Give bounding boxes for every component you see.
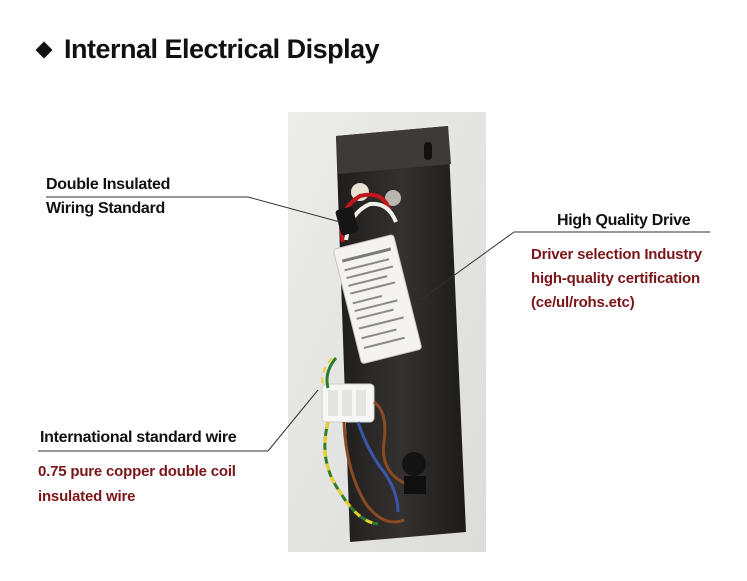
label-high-quality-drive: High Quality Drive — [557, 212, 691, 229]
desc-driver-selection: Driver selection Industry — [531, 246, 702, 263]
desc-ce-ul-rohs: (ce/ul/rohs.etc) — [531, 294, 635, 311]
terminal-connector — [321, 383, 375, 423]
mount-slot — [424, 142, 432, 160]
leader-wire — [267, 389, 319, 452]
desc-certification: high-quality certification — [531, 270, 700, 287]
cable-gland — [402, 452, 426, 476]
wall-light-interior-illustration — [288, 112, 486, 552]
leader-wiring — [247, 196, 341, 223]
page-title: Internal Electrical Display — [35, 34, 380, 65]
led-driver-box — [333, 234, 422, 364]
heat-shrink-sleeve — [335, 206, 359, 236]
housing-top-cap — [336, 126, 451, 174]
label-international-wire: International standard wire — [40, 429, 237, 446]
label-wiring-standard: Wiring Standard — [46, 200, 165, 217]
label-double-insulated: Double Insulated — [46, 176, 171, 193]
desc-insulated-wire: insulated wire — [38, 488, 136, 505]
screw-top — [385, 190, 401, 206]
page-title-text: Internal Electrical Display — [64, 34, 380, 64]
product-photo — [288, 112, 486, 552]
desc-copper-coil: 0.75 pure copper double coil — [38, 463, 236, 480]
leader-drive — [419, 231, 515, 301]
